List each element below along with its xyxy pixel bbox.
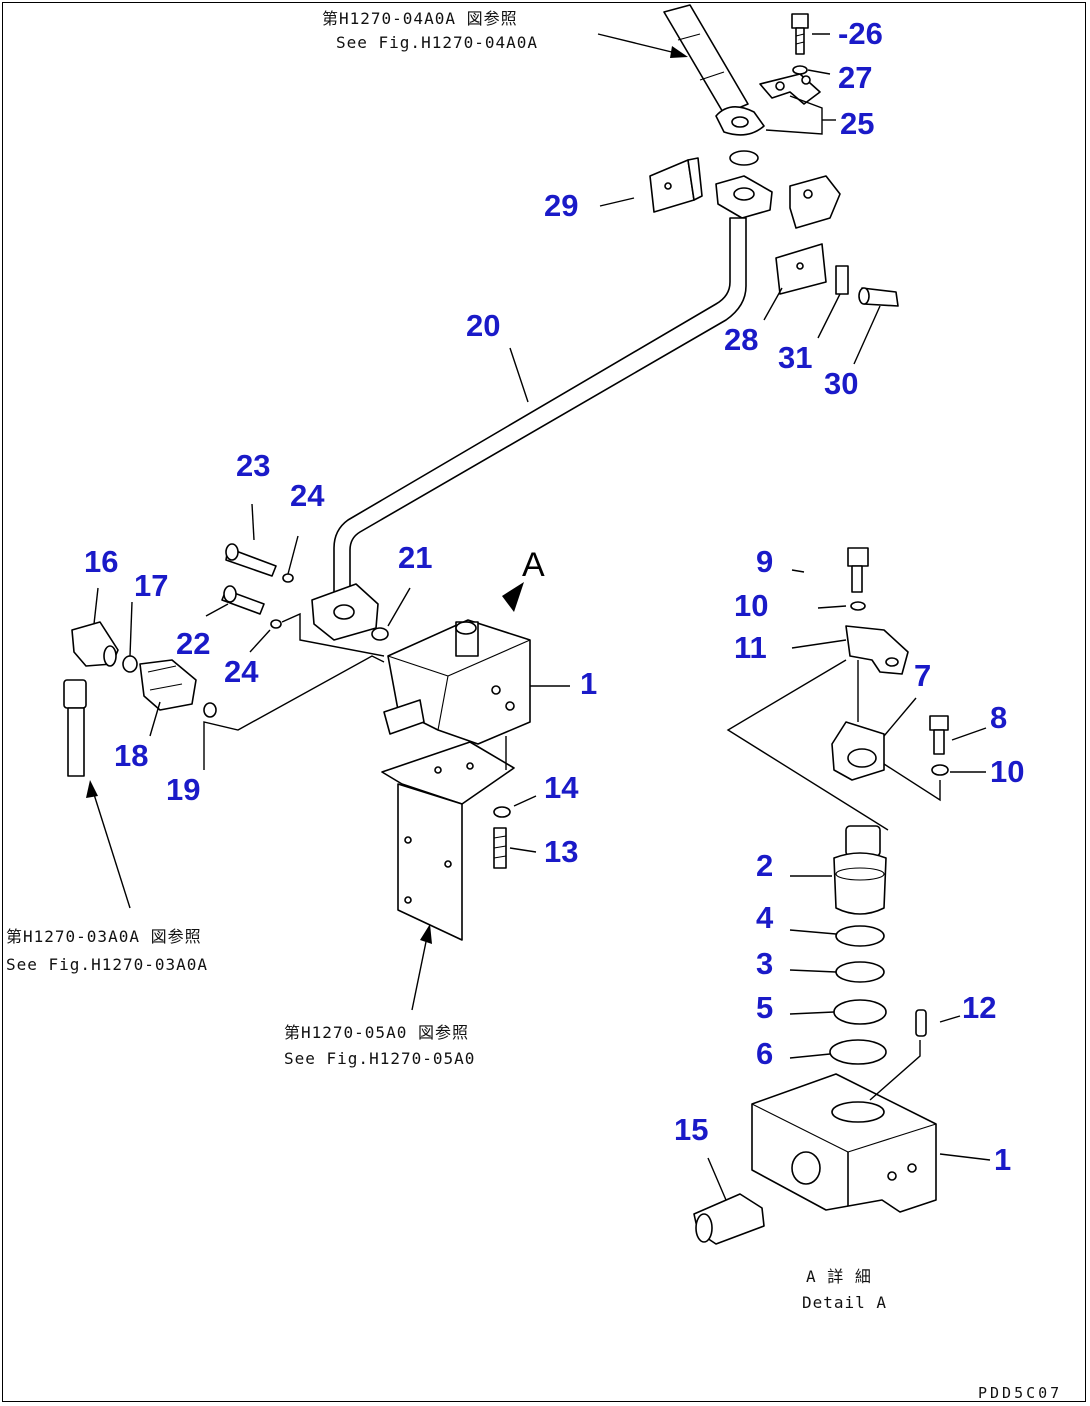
bolt-30	[858, 287, 899, 307]
washer-27	[792, 65, 808, 75]
callout-1-valve: 1	[580, 666, 597, 701]
clamp-11	[845, 625, 909, 675]
bolt-23	[225, 543, 277, 577]
washer-10-bottom	[931, 764, 949, 776]
callout-17: 17	[134, 568, 168, 603]
split-flange-25	[715, 73, 821, 136]
callout-3: 3	[756, 946, 773, 981]
hose-left	[63, 679, 87, 777]
connector-15	[693, 1193, 765, 1245]
pin-12	[915, 1009, 927, 1037]
detail-caption-en: Detail A	[802, 1293, 887, 1312]
callout-4: 4	[756, 900, 774, 935]
callout-31: 31	[778, 340, 812, 375]
bolt-8	[929, 715, 949, 755]
bolt-26	[791, 13, 809, 55]
callout-26: -26	[838, 16, 883, 51]
valve-block-1-detail	[751, 1073, 937, 1213]
callout-22: 22	[176, 626, 210, 661]
ref-left-jp: 第H1270-03A0A 図参照	[6, 927, 202, 946]
mounting-bracket	[381, 741, 515, 941]
callout-7: 7	[914, 658, 931, 693]
callout-8: 8	[990, 700, 1007, 735]
callout-23: 23	[236, 448, 270, 483]
flange-7	[831, 721, 885, 781]
o-ring-19	[203, 702, 217, 718]
flange-block	[715, 175, 773, 219]
drawing-code: PDD5C07	[978, 1384, 1062, 1402]
valve-block-1	[383, 619, 531, 745]
reference-notes: 第H1270-04A0A 図参照 See Fig.H1270-04A0A 第H1…	[6, 9, 538, 1068]
callout-9: 9	[756, 544, 773, 579]
ring-3	[835, 961, 885, 983]
washer-24-top	[282, 573, 294, 583]
washer-10-top	[850, 601, 866, 611]
bracket-29	[649, 157, 703, 213]
callout-20: 20	[466, 308, 500, 343]
clamp-28	[775, 175, 841, 295]
washer-14	[493, 806, 511, 818]
callout-16: 16	[84, 544, 118, 579]
callout-18: 18	[114, 738, 148, 773]
bolt-22	[221, 585, 265, 615]
o-ring-top	[729, 150, 759, 166]
leader-lines	[86, 33, 991, 1201]
pipe-flange-bottom	[311, 583, 379, 641]
plate-31	[835, 265, 849, 295]
callout-15: 15	[674, 1112, 708, 1147]
callout-28: 28	[724, 322, 758, 357]
callout-numbers: -26 27 25 29 20 28 31 30 23 24 21 16 17 …	[84, 16, 1024, 1177]
callout-2: 2	[756, 848, 773, 883]
callout-24-top: 24	[290, 478, 325, 513]
ring-6	[829, 1039, 887, 1065]
valve-insert-2	[833, 825, 887, 915]
bolt-13	[493, 827, 507, 869]
elbow-16	[71, 621, 119, 667]
washer-24-bottom	[270, 619, 282, 629]
ref-mid-en: See Fig.H1270-05A0	[284, 1049, 475, 1068]
callout-25: 25	[840, 106, 874, 141]
callout-10-bottom: 10	[990, 754, 1024, 789]
ref-top-jp: 第H1270-04A0A 図参照	[322, 9, 518, 28]
callout-12: 12	[962, 990, 996, 1025]
callout-19: 19	[166, 772, 200, 807]
callout-27: 27	[838, 60, 872, 95]
ref-left-en: See Fig.H1270-03A0A	[6, 955, 208, 974]
callout-21: 21	[398, 540, 432, 575]
callout-30: 30	[824, 366, 858, 401]
ring-4	[835, 925, 885, 947]
view-label-a: A	[522, 546, 545, 584]
callout-13: 13	[544, 834, 578, 869]
callout-10-top: 10	[734, 588, 768, 623]
callout-14: 14	[544, 770, 579, 805]
callout-6: 6	[756, 1036, 773, 1071]
ring-5	[833, 999, 887, 1025]
callout-1-detail: 1	[994, 1142, 1011, 1177]
pipe-20	[333, 217, 747, 599]
connector-18	[139, 659, 197, 711]
o-ring-17	[122, 655, 138, 673]
callout-29: 29	[544, 188, 578, 223]
detail-caption-jp: A 詳 細	[806, 1267, 872, 1286]
callout-11: 11	[734, 630, 767, 665]
callout-5: 5	[756, 990, 773, 1025]
o-ring-21	[371, 627, 389, 641]
callout-24-bottom: 24	[224, 654, 259, 689]
ref-mid-jp: 第H1270-05A0 図参照	[284, 1023, 469, 1042]
hose-top	[663, 4, 749, 115]
bolt-9	[847, 547, 869, 593]
ref-top-en: See Fig.H1270-04A0A	[336, 33, 538, 52]
